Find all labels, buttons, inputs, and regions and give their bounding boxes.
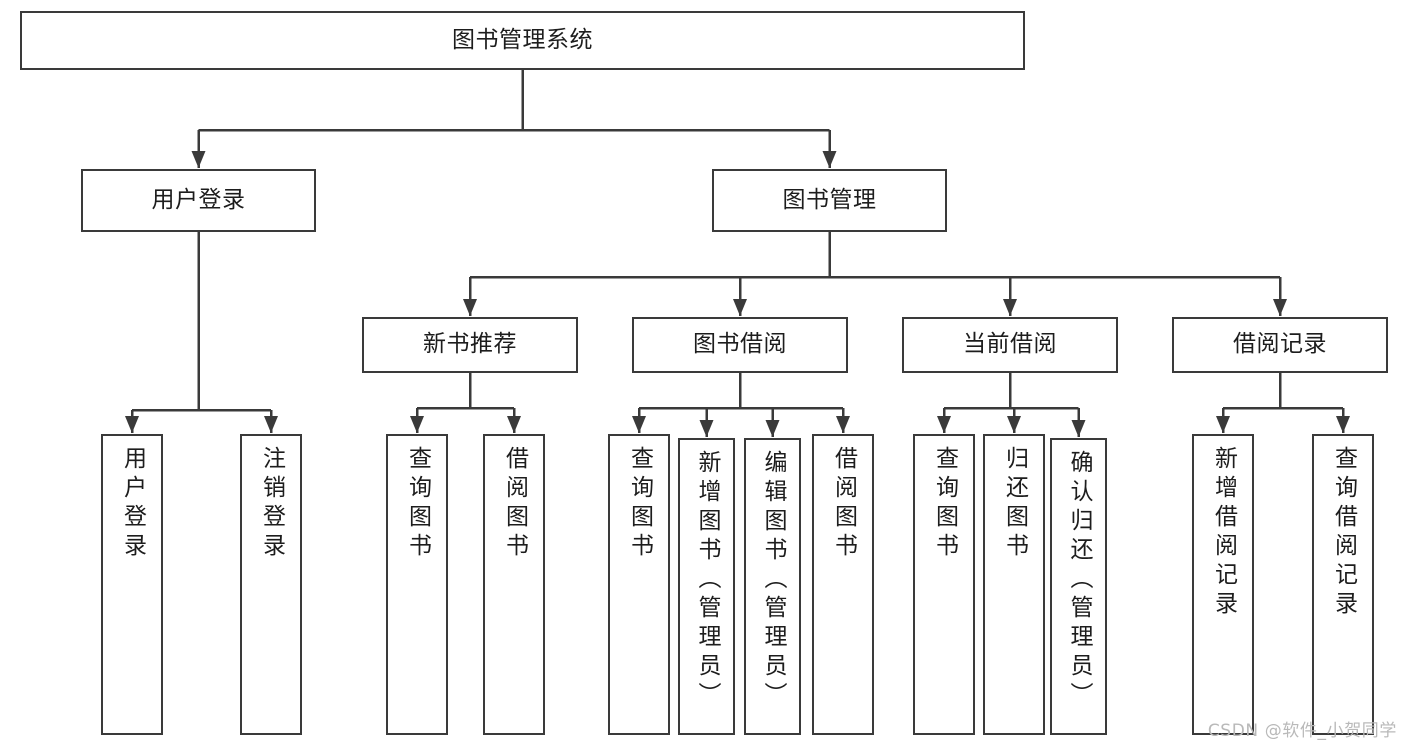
node-label: 图书借阅: [693, 331, 787, 358]
node-leaf_cb_confirm[interactable]: 确认归还（管理员）: [1050, 438, 1107, 735]
node-new_book_rec[interactable]: 新书推荐: [362, 317, 578, 373]
node-leaf_br_add[interactable]: 新增借阅记录: [1192, 434, 1254, 735]
node-leaf_rec_query[interactable]: 查询图书: [386, 434, 448, 735]
node-leaf_cb_return[interactable]: 归还图书: [983, 434, 1045, 735]
node-label: 查询图书: [404, 446, 431, 562]
node-label: 查询借阅记录: [1330, 446, 1357, 620]
node-label: 注销登录: [258, 446, 285, 562]
node-user_login[interactable]: 用户登录: [81, 169, 316, 232]
node-leaf_bb_borrow[interactable]: 借阅图书: [812, 434, 874, 735]
node-label: 图书管理: [782, 186, 877, 213]
node-label: 新书推荐: [423, 331, 517, 358]
node-book_mgmt[interactable]: 图书管理: [712, 169, 947, 232]
node-label: 当前借阅: [963, 331, 1057, 358]
node-label: 查询图书: [626, 446, 653, 562]
node-label: 借阅图书: [501, 446, 528, 562]
node-label: 图书管理系统: [452, 26, 593, 53]
node-leaf_rec_borrow[interactable]: 借阅图书: [483, 434, 545, 735]
watermark: CSDN @软件_小贺同学: [1207, 721, 1397, 741]
node-label: 借阅图书: [830, 446, 857, 562]
node-leaf_br_query[interactable]: 查询借阅记录: [1312, 434, 1374, 735]
node-label: 查询图书: [931, 446, 958, 562]
node-current_borrow[interactable]: 当前借阅: [902, 317, 1118, 373]
node-label: 归还图书: [1001, 446, 1028, 562]
node-leaf_cb_query[interactable]: 查询图书: [913, 434, 975, 735]
node-label: 借阅记录: [1233, 331, 1327, 358]
node-leaf_bb_add[interactable]: 新增图书（管理员）: [678, 438, 735, 735]
node-label: 新增图书（管理员）: [694, 450, 720, 711]
node-book_borrow[interactable]: 图书借阅: [632, 317, 848, 373]
node-label: 用户登录: [119, 446, 146, 562]
node-leaf_bb_edit[interactable]: 编辑图书（管理员）: [744, 438, 801, 735]
node-label: 用户登录: [151, 186, 246, 213]
node-leaf_user_logout[interactable]: 注销登录: [240, 434, 302, 735]
node-label: 编辑图书（管理员）: [760, 450, 786, 711]
node-label: 确认归还（管理员）: [1066, 450, 1092, 711]
node-leaf_bb_query[interactable]: 查询图书: [608, 434, 670, 735]
node-leaf_user_login[interactable]: 用户登录: [101, 434, 163, 735]
node-borrow_record[interactable]: 借阅记录: [1172, 317, 1388, 373]
node-root[interactable]: 图书管理系统: [20, 11, 1025, 70]
node-label: 新增借阅记录: [1210, 446, 1237, 620]
